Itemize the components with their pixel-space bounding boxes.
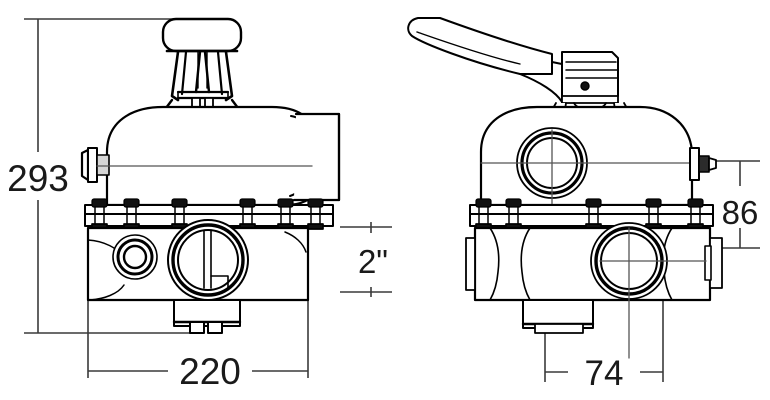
bolt-nut xyxy=(307,223,324,230)
bolt-head xyxy=(687,198,704,208)
left-plug-fitting xyxy=(80,147,110,183)
knob-leg-right-inner xyxy=(216,50,224,96)
drain-tab-right xyxy=(207,321,223,334)
side-outlet-port xyxy=(292,112,341,202)
dimension-side-port-width xyxy=(544,300,664,382)
drain-foot-side xyxy=(534,323,584,334)
flange-bolt-shanks-side xyxy=(478,206,701,227)
bolt-head xyxy=(239,198,256,208)
upper-dome-body xyxy=(105,105,317,207)
large-port-step xyxy=(210,275,229,289)
plug-shaft-right xyxy=(698,155,710,173)
bolt-head xyxy=(171,198,188,208)
bolt-head xyxy=(585,198,602,208)
bolt-head xyxy=(645,198,662,208)
lower-body-fillet-right xyxy=(284,231,307,253)
right-side-port-collar xyxy=(704,245,712,281)
flange-bolt-nuts-side xyxy=(475,223,704,230)
dimension-overall-width xyxy=(87,300,309,378)
plug-cap-right xyxy=(708,157,717,171)
bottom-drain-outlet xyxy=(172,299,242,334)
dimension-label-220: 220 xyxy=(179,351,241,392)
left-side-port-wall-outer xyxy=(520,227,531,301)
small-port-bore xyxy=(122,244,148,270)
flange-bolt-heads xyxy=(91,198,324,208)
lever-arm xyxy=(407,17,553,75)
dimension-port-size xyxy=(340,222,392,297)
dimension-label-86: 86 xyxy=(722,194,759,231)
flange-upper-rail xyxy=(84,204,334,215)
handle-mount-block xyxy=(561,51,619,103)
large-round-port xyxy=(167,219,249,301)
dimension-label-74: 74 xyxy=(585,354,624,393)
front-view xyxy=(80,17,341,334)
mount-base-plate xyxy=(561,95,619,104)
bolt-head xyxy=(307,198,324,208)
mount-pivot-bolt xyxy=(580,81,590,91)
bolt-head xyxy=(91,198,108,208)
knob-leg-left-outer xyxy=(170,50,180,102)
lever-inner-line xyxy=(416,31,521,65)
left-side-port xyxy=(465,227,531,301)
flange-bolt-band-side xyxy=(469,198,714,230)
lower-body-fillet-lower xyxy=(89,284,125,301)
lever-handle xyxy=(407,17,629,111)
lever-neck-lower xyxy=(519,73,563,103)
bolt-head xyxy=(475,198,492,208)
right-plug-fitting xyxy=(689,147,717,181)
knob-leg-left-inner xyxy=(180,50,188,96)
dimension-label-293: 293 xyxy=(7,158,69,199)
flange-bolt-shanks xyxy=(94,206,321,227)
bolt-head xyxy=(123,198,140,208)
side-view xyxy=(407,17,723,359)
plug-flange-left xyxy=(87,147,98,183)
left-side-port-face xyxy=(465,237,476,291)
spider-knob xyxy=(161,17,243,110)
left-side-port-wall-inner xyxy=(489,227,500,301)
bolt-head xyxy=(277,198,294,208)
drain-tab-left xyxy=(189,321,205,334)
bottom-drain-outlet-side xyxy=(521,299,595,334)
large-port-bore xyxy=(177,229,239,291)
knob-cap xyxy=(161,17,243,53)
flange-bolt-heads-side xyxy=(475,198,704,208)
plug-flange-right xyxy=(689,147,700,181)
small-round-port xyxy=(112,234,158,280)
dimension-label-2in: 2" xyxy=(358,243,388,280)
bolt-head xyxy=(505,198,522,208)
plug-shaft-left xyxy=(96,154,110,176)
